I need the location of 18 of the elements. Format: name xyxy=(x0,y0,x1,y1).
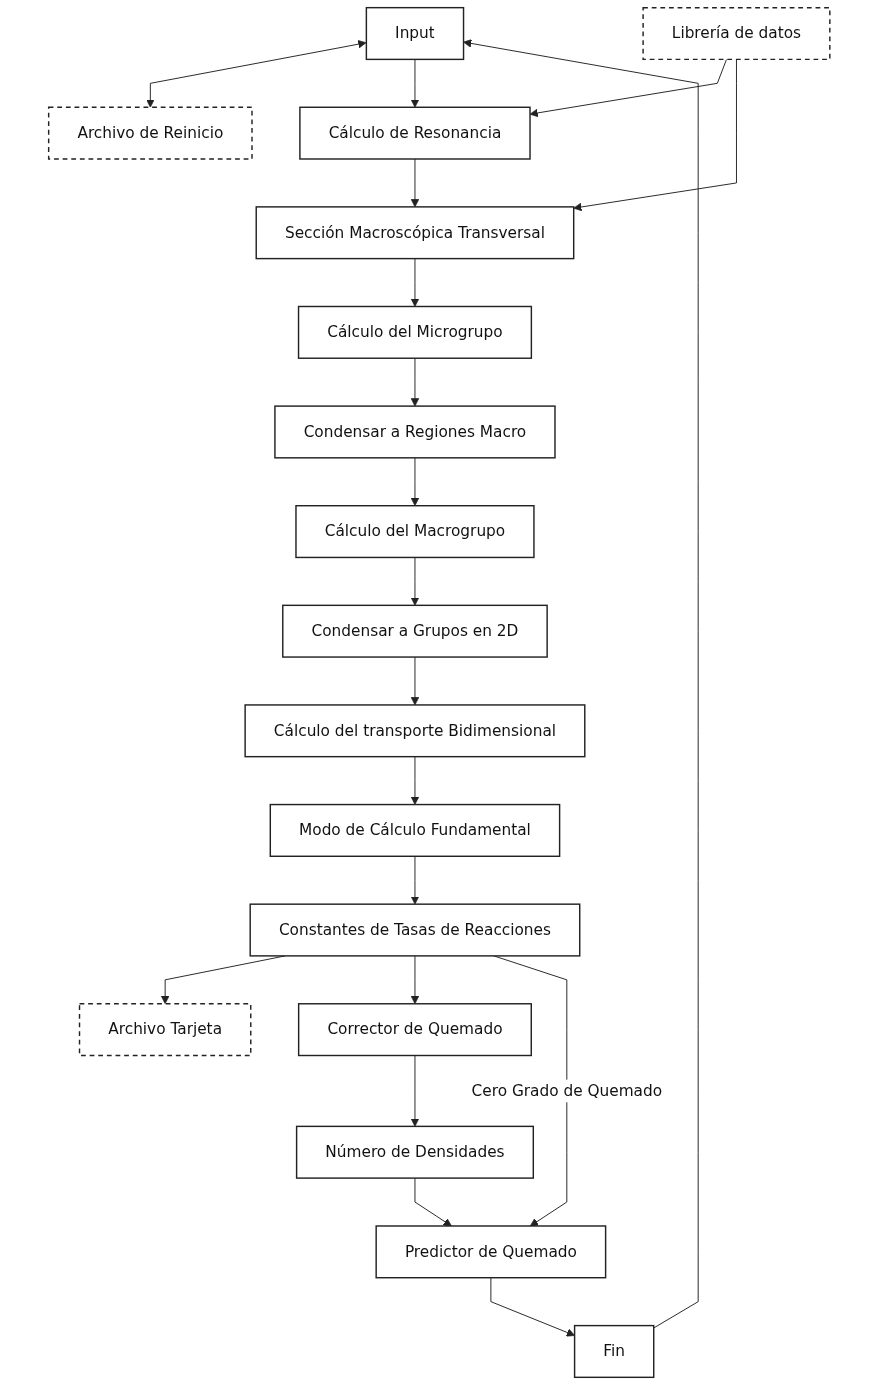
node-box: Fin xyxy=(573,1324,655,1379)
node-box: Número de Densidades xyxy=(295,1125,534,1179)
node-box: Cálculo del transporte Bidimensional xyxy=(244,704,586,758)
node-box: Cálculo de Resonancia xyxy=(298,106,531,160)
node-box: Librería de datos xyxy=(642,6,831,61)
node-box: Cálculo del Macrogrupo xyxy=(295,505,535,559)
node-box: Archivo Tarjeta xyxy=(78,1003,252,1057)
node-box: Condensar a Regiones Macro xyxy=(273,405,556,459)
node-box: Corrector de Quemado xyxy=(297,1003,532,1057)
node-box: Predictor de Quemado xyxy=(375,1225,607,1279)
node-box: Input xyxy=(365,6,464,61)
node-box: Sección Macroscópica Transversal xyxy=(255,206,575,260)
node-box: Cálculo del Microgrupo xyxy=(297,305,532,359)
node-box: Constantes de Tasas de Reacciones xyxy=(249,903,581,957)
node-box: Condensar a Grupos en 2D xyxy=(281,604,548,658)
node-box: Archivo de Reinicio xyxy=(47,106,253,160)
edge-label: Cero Grado de Quemado xyxy=(471,1081,662,1100)
node-box: Modo de Cálculo Fundamental xyxy=(269,803,561,857)
